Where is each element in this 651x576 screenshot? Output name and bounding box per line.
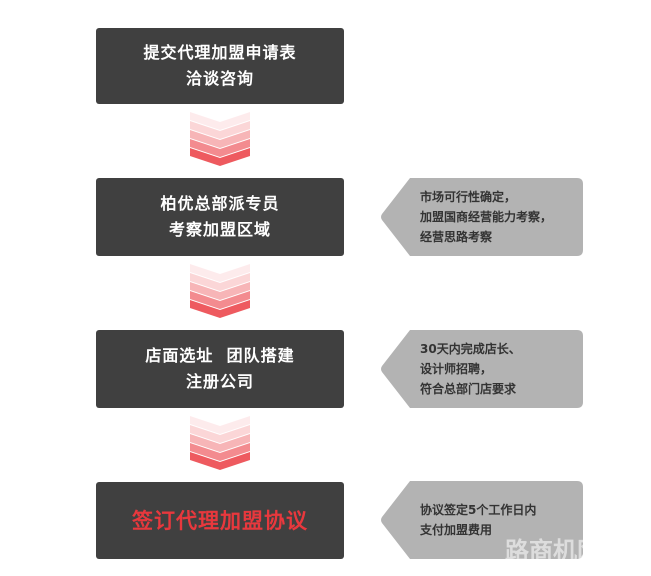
- chevron-stripe: [190, 300, 250, 318]
- step-text: 签订代理加盟协议: [132, 508, 308, 533]
- chevron-stripe: [190, 452, 250, 470]
- step-text: 注册公司: [185, 372, 254, 391]
- callout-shape: [381, 178, 583, 256]
- chevron-stripe: [190, 112, 250, 130]
- chevron-stripe: [190, 121, 250, 139]
- callout-shape: [381, 481, 583, 559]
- watermark-logo: 路商机网: [505, 537, 601, 565]
- note-callout-2: 30天内完成店长、设计师招聘， 符合总部门店要求: [380, 330, 583, 408]
- chevron-stripe: [190, 443, 250, 461]
- chevron-stripe: [190, 139, 250, 157]
- note-text: 30天内完成店长、: [420, 342, 521, 356]
- note-text: 设计师招聘，: [420, 362, 493, 376]
- step-text: 洽谈咨询: [185, 69, 254, 88]
- step-text: 提交代理加盟申请表: [143, 43, 297, 62]
- note-text: 协议签定5个工作日内: [420, 503, 537, 517]
- chevron-down-icon: [190, 414, 250, 470]
- chevron-stripe: [190, 291, 250, 309]
- step-text: 店面选址 团队搭建: [145, 346, 295, 365]
- note-callout-3: 协议签定5个工作日内支付加盟费用: [380, 481, 583, 559]
- chevron-stripe: [190, 264, 250, 282]
- chevron-stripe: [190, 282, 250, 300]
- chevron-stripe: [190, 148, 250, 166]
- step-text: 考察加盟区域: [168, 220, 271, 239]
- chevron-stripe: [190, 425, 250, 443]
- step-3-box: 店面选址 团队搭建 注册公司: [96, 330, 344, 408]
- callout-shape: [381, 330, 583, 408]
- note-text: 加盟国商经营能力考察，: [420, 210, 553, 224]
- chevron-stripe: [190, 434, 250, 452]
- chevron-stripe: [190, 273, 250, 291]
- note-text: 符合总部门店要求: [420, 382, 517, 396]
- step-4-box: 签订代理加盟协议: [96, 482, 344, 559]
- chevron-stripe: [190, 416, 250, 434]
- chevron-stripe: [190, 130, 250, 148]
- note-text: 市场可行性确定，: [420, 190, 517, 204]
- step-2-box: 柏优总部派专员 考察加盟区域: [96, 178, 344, 256]
- chevron-down-icon: [190, 110, 250, 166]
- step-1-box: 提交代理加盟申请表 洽谈咨询: [96, 28, 344, 104]
- note-callout-1: 市场可行性确定， 加盟国商经营能力考察， 经营思路考察: [380, 178, 583, 256]
- note-text: 支付加盟费用: [420, 523, 493, 537]
- note-text: 经营思路考察: [420, 230, 493, 244]
- step-text: 柏优总部派专员: [160, 194, 280, 213]
- chevron-down-icon: [190, 262, 250, 318]
- watermark-url: www.1637.com: [505, 564, 615, 575]
